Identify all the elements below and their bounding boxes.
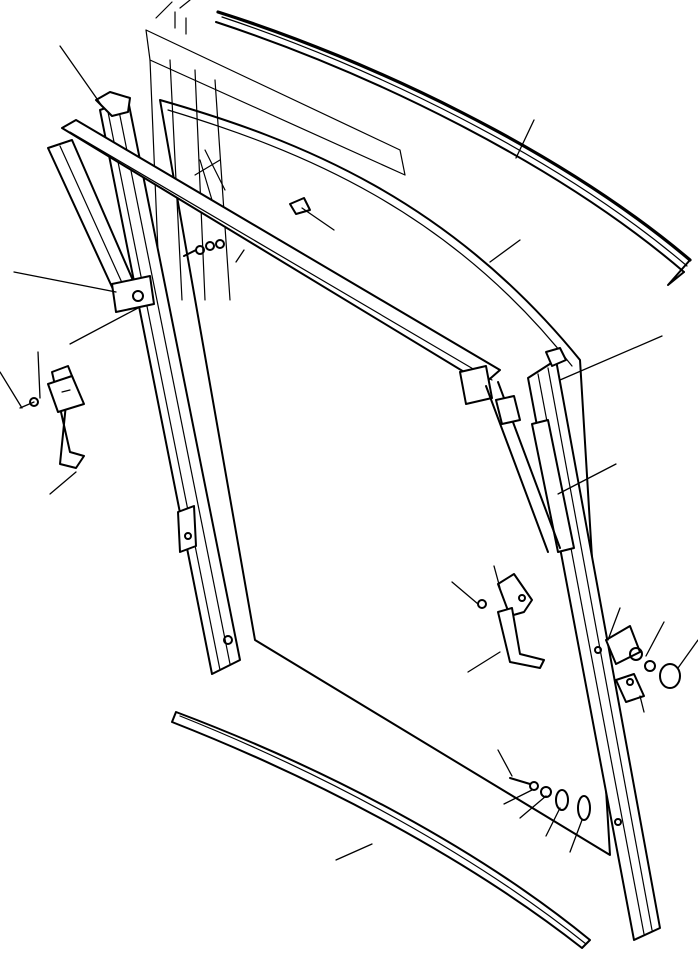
top-cross-bar — [61, 119, 501, 405]
bottom-weatherstrip — [171, 711, 591, 949]
left-hinge-rail — [95, 91, 241, 675]
right-handle — [477, 573, 545, 669]
left-handle — [19, 365, 85, 469]
lower-hardware — [509, 777, 591, 821]
leader-lines — [0, 45, 698, 861]
right-gas-spring — [485, 381, 575, 553]
left-strut — [47, 139, 155, 313]
top-weatherstrip — [215, 10, 692, 286]
window-glass — [159, 99, 611, 856]
right-bracket-hardware — [605, 625, 681, 703]
